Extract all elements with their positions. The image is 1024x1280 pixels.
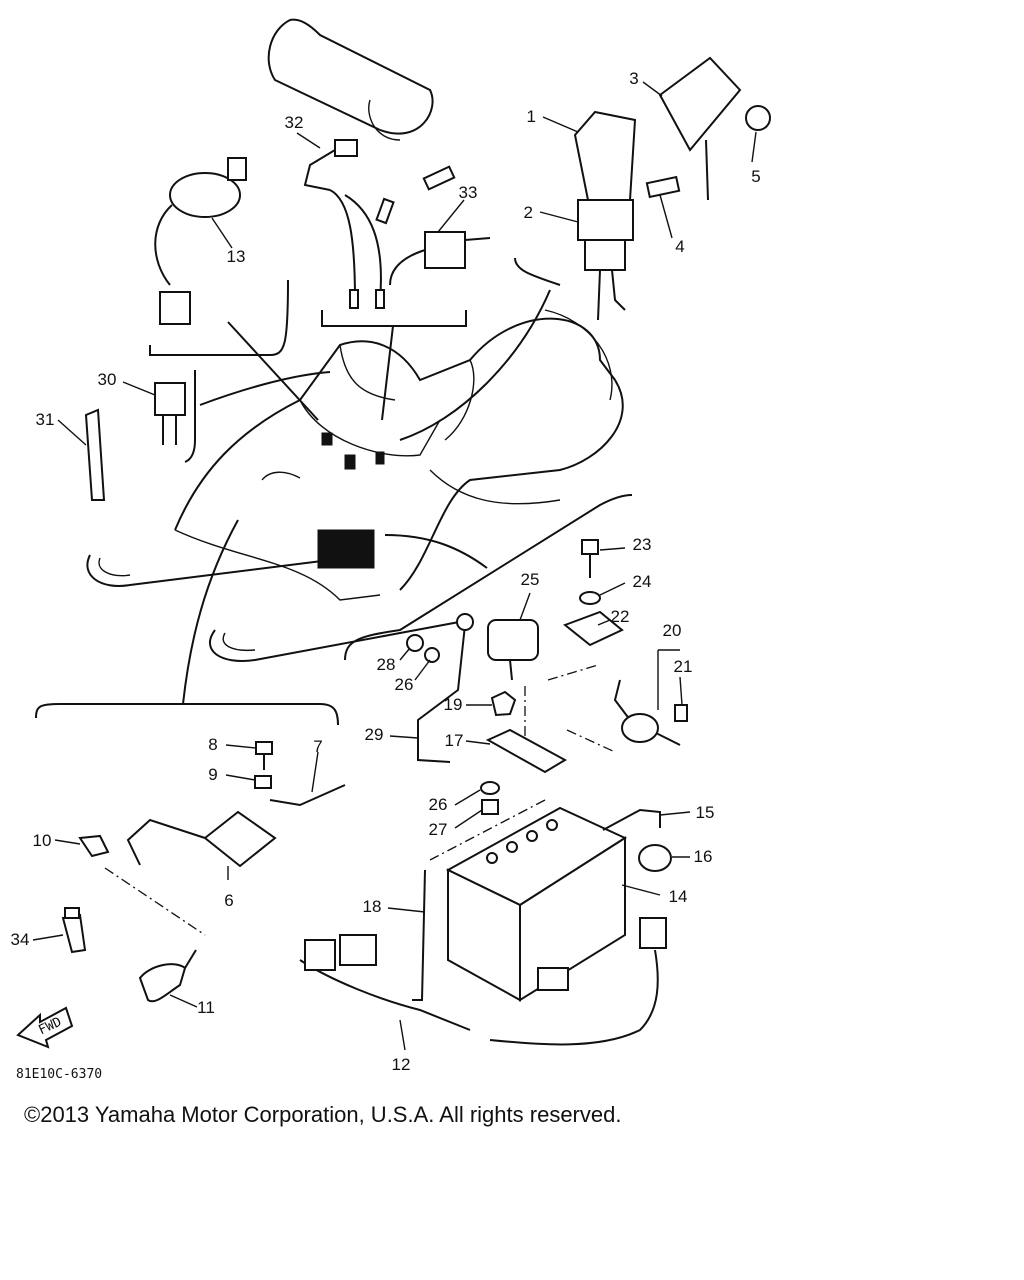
callout-11: 11 <box>197 998 215 1017</box>
callout-16: 16 <box>694 847 713 866</box>
callout-7: 7 <box>313 737 322 756</box>
callout-34: 34 <box>11 930 30 949</box>
callout-31: 31 <box>36 410 55 429</box>
callout-26b: 26 <box>429 795 448 814</box>
callout-33: 33 <box>459 183 478 202</box>
callout-21: 21 <box>674 657 693 676</box>
section-brackets <box>35 257 633 726</box>
fwd-arrow-icon: FWD <box>16 1006 74 1049</box>
copyright-notice: ©2013 Yamaha Motor Corporation, U.S.A. A… <box>24 1102 622 1127</box>
callout-4: 4 <box>675 237 684 256</box>
callout-12: 12 <box>392 1055 411 1074</box>
callout-14: 14 <box>669 887 688 906</box>
part-sketches <box>61 18 771 1046</box>
callout-13: 13 <box>227 247 246 266</box>
callout-26a: 26 <box>395 675 414 694</box>
callout-5: 5 <box>751 167 760 186</box>
callout-18: 18 <box>363 897 382 916</box>
callout-28: 28 <box>377 655 396 674</box>
callout-25: 25 <box>521 570 540 589</box>
callout-32: 32 <box>285 113 304 132</box>
snowmobile-body <box>86 309 624 662</box>
callout-19: 19 <box>444 695 463 714</box>
callout-10: 10 <box>33 831 52 850</box>
callout-1: 1 <box>527 107 536 126</box>
callout-numbers: 1 2 3 4 5 6 7 8 9 10 11 12 13 14 15 16 1… <box>11 69 761 1074</box>
callout-8: 8 <box>208 735 217 754</box>
callout-3: 3 <box>629 69 638 88</box>
leader-lines <box>54 81 757 1051</box>
callout-27: 27 <box>429 820 448 839</box>
callout-2: 2 <box>524 203 533 222</box>
callout-17: 17 <box>445 731 464 750</box>
drawing-code: 81E10C-6370 <box>16 1067 102 1082</box>
exploded-parts-diagram: 1 2 3 4 5 6 7 8 9 10 11 12 13 14 15 16 1… <box>11 18 771 1082</box>
callout-20: 20 <box>663 621 682 640</box>
callout-30: 30 <box>98 370 117 389</box>
callout-9: 9 <box>208 765 217 784</box>
callout-29: 29 <box>365 725 384 744</box>
callout-22: 22 <box>611 607 630 626</box>
callout-6: 6 <box>224 891 233 910</box>
callout-24: 24 <box>633 572 652 591</box>
callout-15: 15 <box>696 803 715 822</box>
callout-23: 23 <box>633 535 652 554</box>
